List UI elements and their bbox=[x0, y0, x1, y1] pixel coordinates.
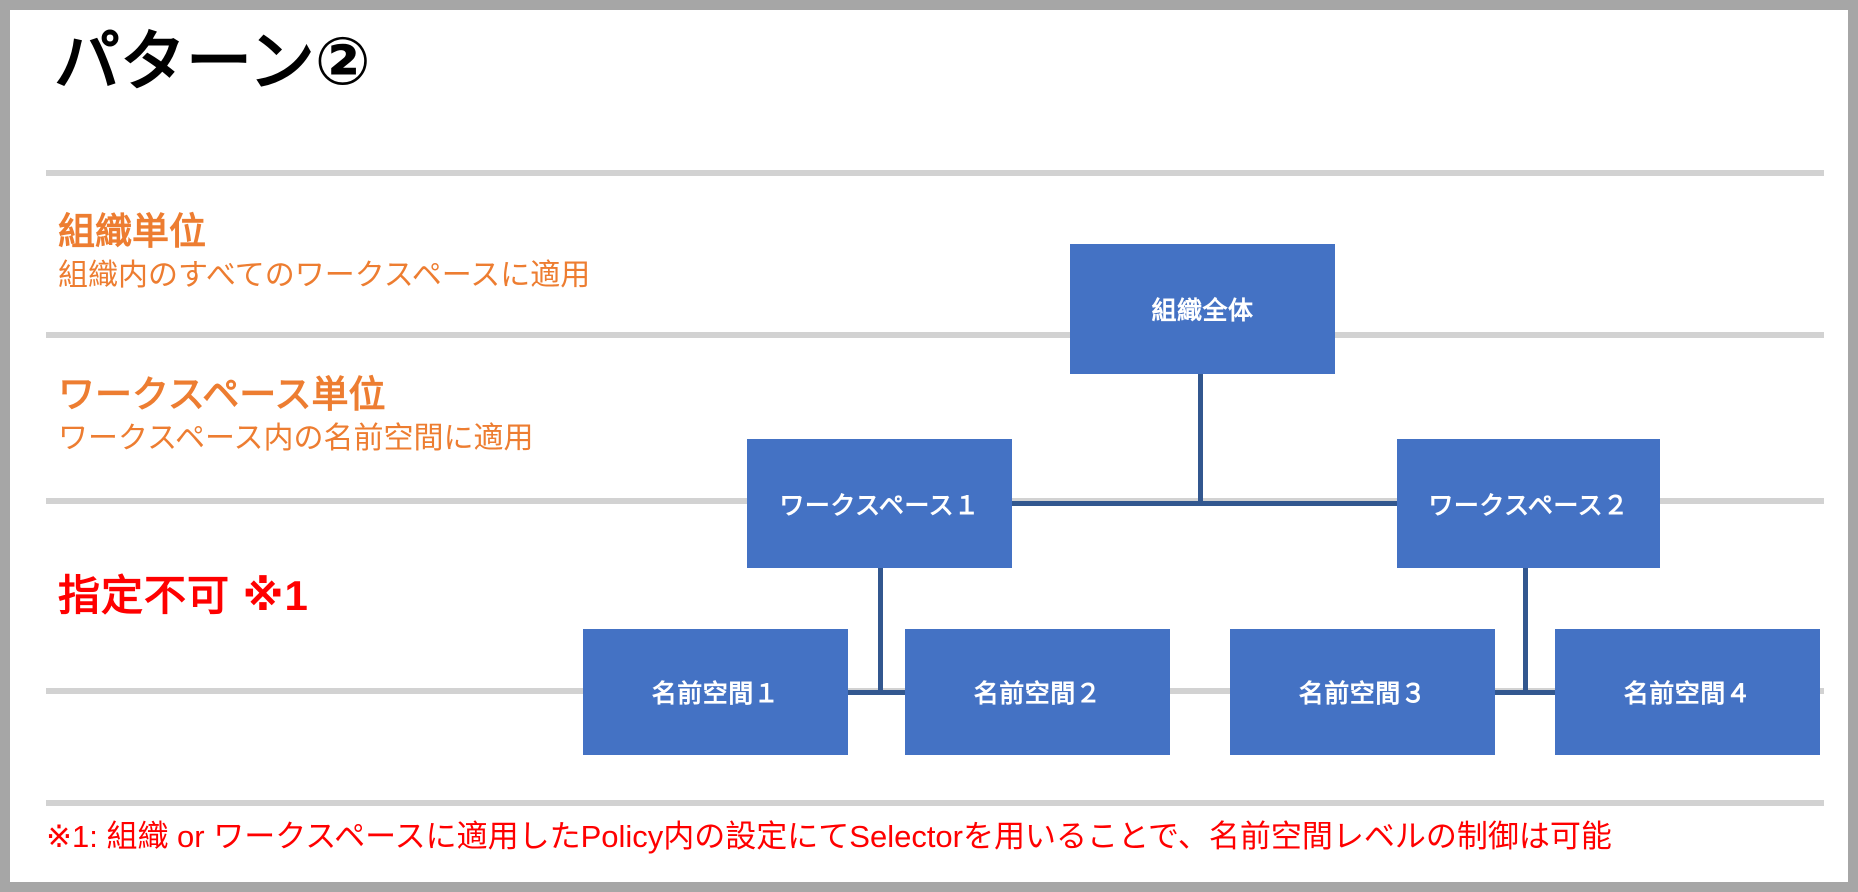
node-namespace-4-label: 名前空間４ bbox=[1623, 680, 1752, 708]
connector-namespace-bus-left bbox=[846, 690, 914, 695]
level-label-workspace: ワークスペース単位 ワークスペース内の名前空間に適用 bbox=[58, 373, 534, 458]
connector-workspace-bus bbox=[1005, 501, 1405, 506]
node-workspace-1-label: ワークスペース１ bbox=[779, 491, 980, 520]
node-workspace-2-label: ワークスペース２ bbox=[1428, 491, 1629, 520]
connector-workspace1-vertical bbox=[878, 566, 883, 693]
footnote-text: ※1: 組織 or ワークスペースに適用したPolicy内の設定にてSelect… bbox=[46, 819, 1612, 854]
level-subtitle-organization: 組織内のすべてのワークスペースに適用 bbox=[58, 258, 591, 292]
node-organization[interactable]: 組織全体 bbox=[1070, 244, 1335, 374]
level-heading-workspace: ワークスペース単位 bbox=[58, 374, 386, 415]
connector-org-vertical bbox=[1198, 318, 1203, 504]
level-subtitle-workspace: ワークスペース内の名前空間に適用 bbox=[58, 421, 534, 455]
node-workspace-1[interactable]: ワークスペース１ bbox=[747, 439, 1012, 568]
divider-rule-footnote bbox=[46, 800, 1824, 806]
node-namespace-1-label: 名前空間１ bbox=[651, 680, 780, 708]
divider-rule-org-workspace bbox=[46, 332, 1824, 338]
level-label-restricted: 指定不可 ※1 bbox=[58, 572, 309, 619]
node-namespace-2[interactable]: 名前空間２ bbox=[905, 629, 1170, 755]
node-namespace-1[interactable]: 名前空間１ bbox=[583, 629, 848, 755]
page-title: パターン② bbox=[54, 24, 371, 98]
node-namespace-2-label: 名前空間２ bbox=[973, 680, 1102, 708]
level-heading-organization: 組織単位 bbox=[58, 211, 206, 252]
node-namespace-3-label: 名前空間３ bbox=[1298, 680, 1427, 708]
level-label-organization: 組織単位 組織内のすべてのワークスペースに適用 bbox=[58, 210, 590, 295]
connector-workspace2-vertical bbox=[1523, 566, 1528, 693]
node-workspace-2[interactable]: ワークスペース２ bbox=[1397, 439, 1660, 568]
divider-rule-top bbox=[46, 170, 1824, 176]
connector-namespace-bus-right bbox=[1492, 690, 1560, 695]
node-namespace-4[interactable]: 名前空間４ bbox=[1555, 629, 1820, 755]
node-namespace-3[interactable]: 名前空間３ bbox=[1230, 629, 1495, 755]
node-organization-label: 組織全体 bbox=[1151, 297, 1254, 325]
